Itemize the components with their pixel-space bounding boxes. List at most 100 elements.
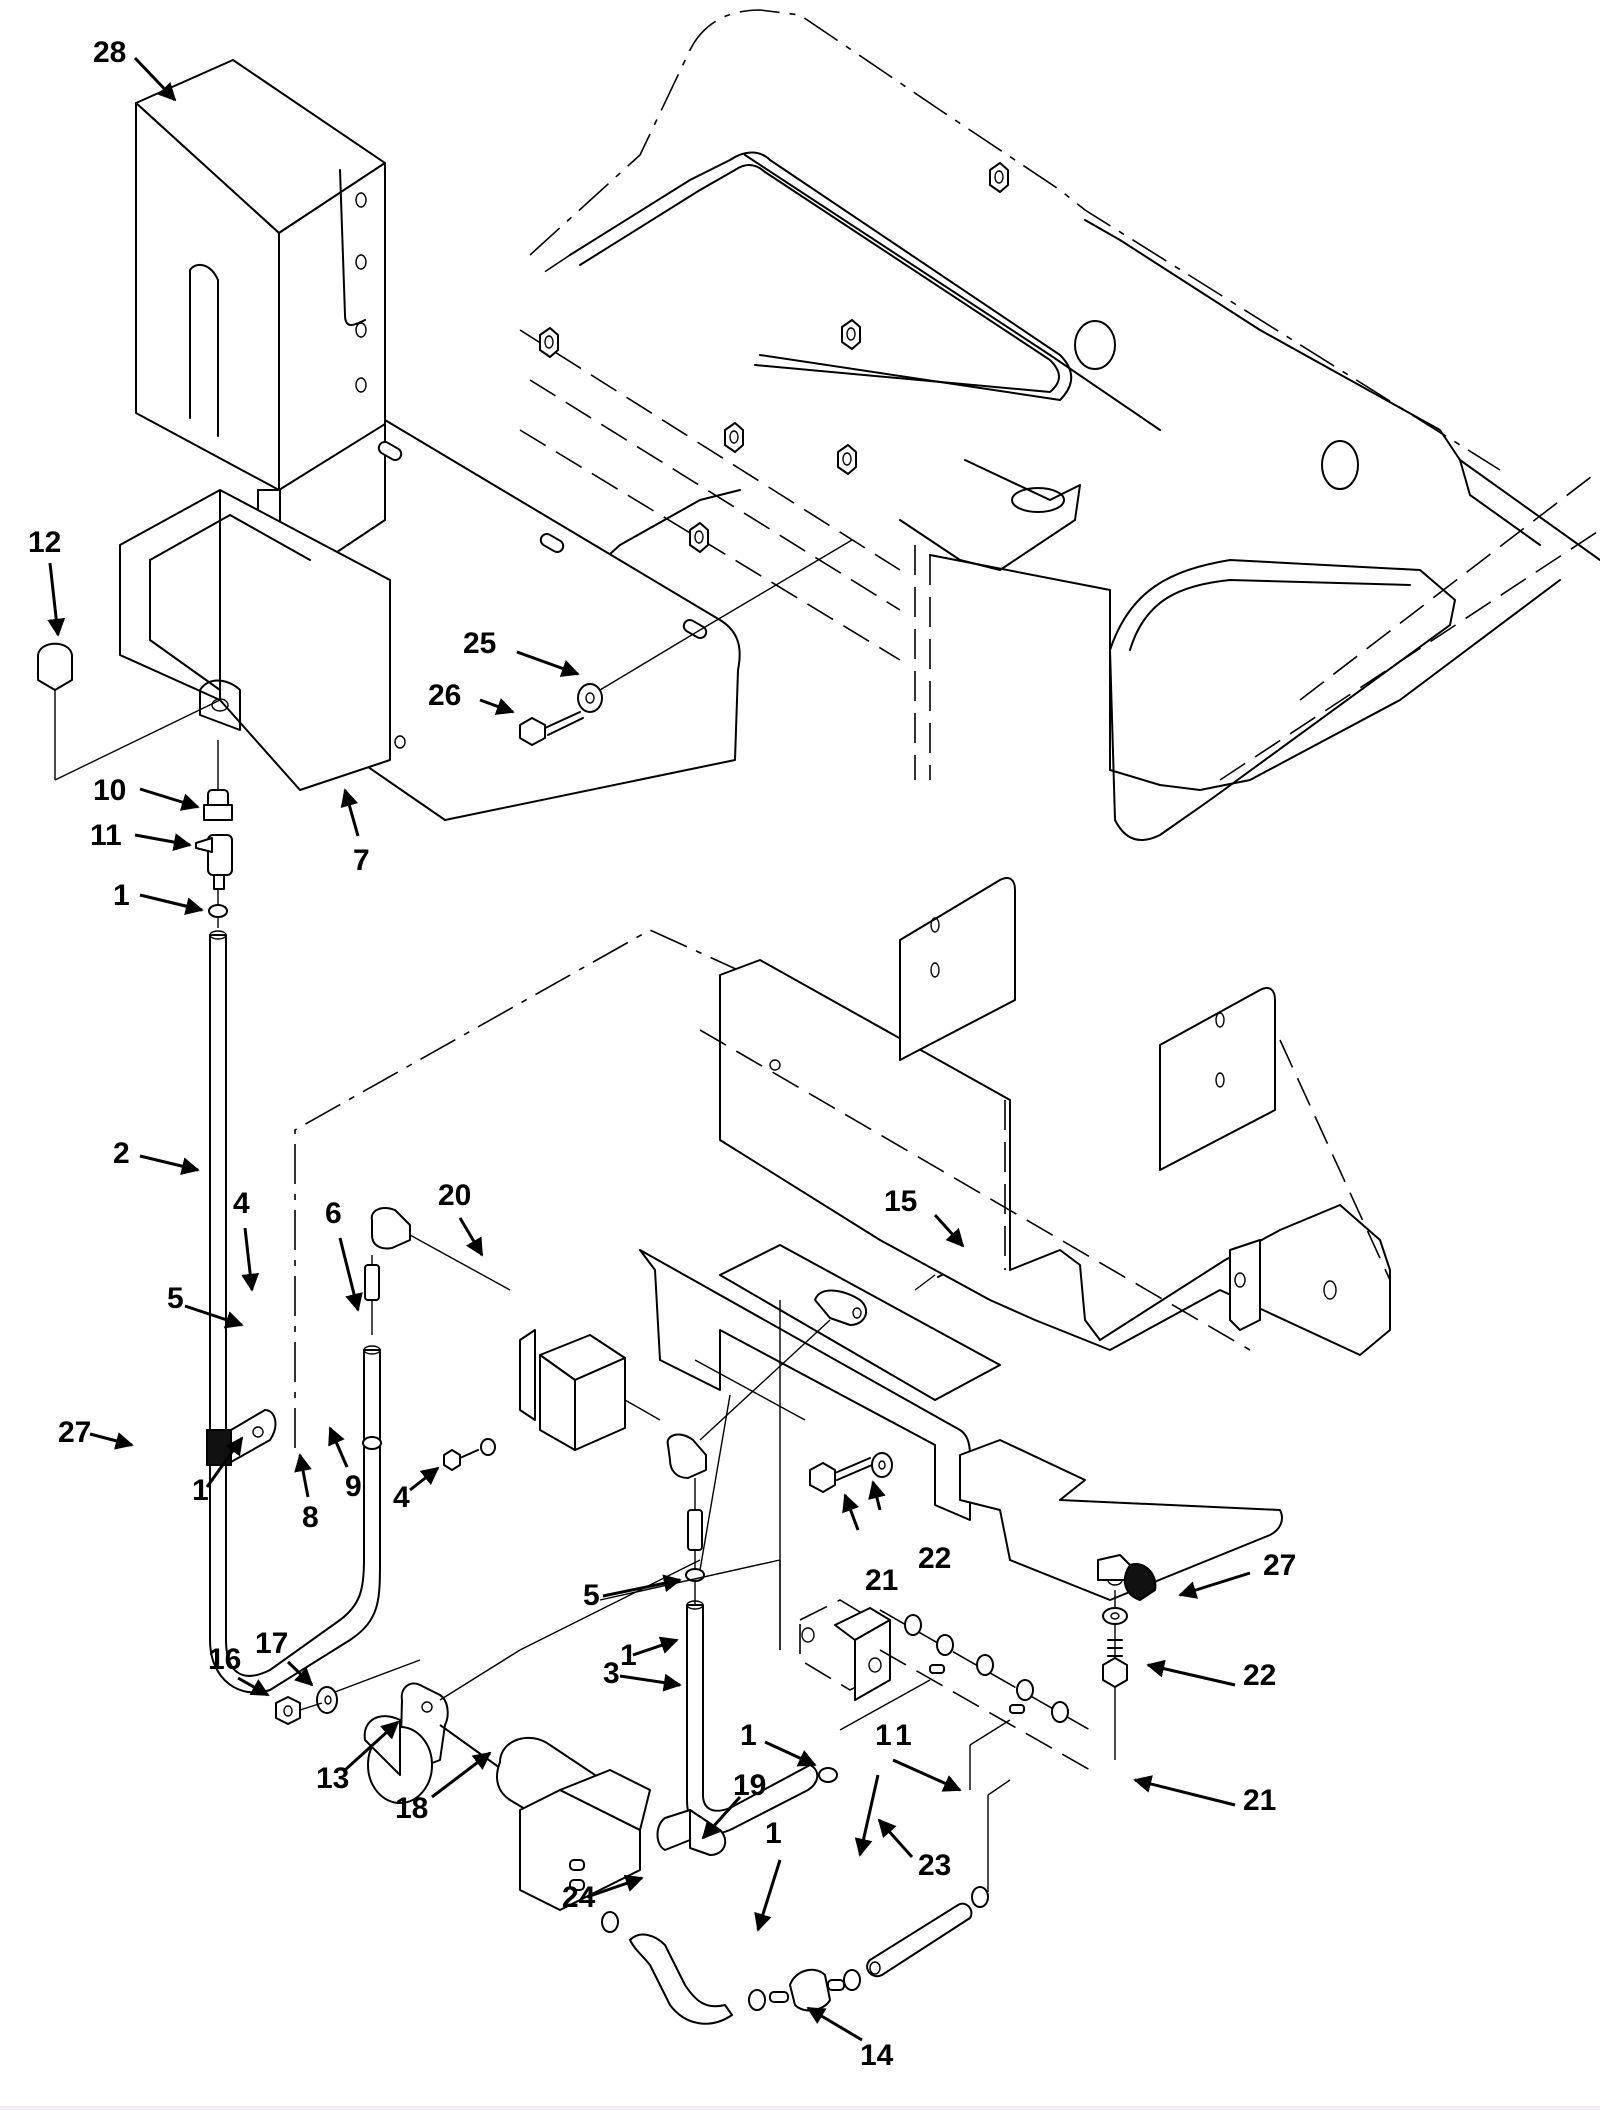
callout-9: 9	[328, 1426, 362, 1503]
callout-1: 1	[754, 1817, 782, 1932]
callout-1: 1	[854, 1719, 892, 1857]
part-11-connector	[195, 834, 233, 890]
callout-label: 3	[603, 1657, 620, 1690]
part-13-clamp	[363, 1559, 701, 1804]
callout-label: 25	[463, 627, 496, 660]
callout-18: 18	[395, 1751, 492, 1825]
callout-22: 22	[1146, 1659, 1276, 1692]
part-8-screw	[443, 1449, 479, 1471]
part-21-bolt	[809, 1457, 873, 1493]
part-4-elbow	[370, 1207, 511, 1291]
slot	[539, 533, 565, 553]
callout-label: 5	[583, 1579, 600, 1612]
part-22-washer	[1102, 1607, 1128, 1625]
callout-7: 7	[340, 788, 370, 877]
callout-21: 21	[1133, 1775, 1276, 1817]
part-14-connector	[769, 1968, 845, 2012]
callout-14: 14	[806, 2006, 894, 2072]
part-7-bracket	[54, 419, 741, 821]
part-4-elbow	[666, 1433, 707, 1479]
frame-nut	[989, 162, 1009, 193]
part-18-filter	[439, 1724, 651, 1911]
callout-8: 8	[294, 1453, 319, 1534]
callout-label: 10	[93, 774, 126, 807]
part-6-valve	[519, 1329, 661, 1451]
frame-assembly	[519, 9, 1600, 841]
callout-15: 15	[884, 1185, 965, 1248]
callout-label: 1	[875, 1719, 892, 1752]
callout-label: 1	[765, 1817, 782, 1850]
part-1-clamp	[748, 1989, 766, 2011]
callout-label: 18	[395, 1792, 428, 1825]
callout-1: 1	[192, 1436, 244, 1507]
part-2-tube	[209, 930, 381, 1694]
callout-label: 1	[192, 1474, 209, 1507]
part-25-washer	[577, 683, 603, 713]
callout-label: 21	[865, 1564, 898, 1597]
callout-2: 2	[113, 1137, 200, 1175]
cross-bracket	[699, 877, 1391, 1356]
part-24-hose	[629, 1933, 733, 2025]
frame-nut	[724, 422, 744, 453]
frame-nut	[539, 327, 559, 358]
callout-label: 23	[918, 1849, 951, 1882]
part-20-bracket	[639, 1244, 1283, 1650]
callout-1: 1	[620, 1636, 679, 1672]
callout-1: 1	[740, 1719, 817, 1767]
callout-19: 19	[701, 1769, 766, 1840]
part-16-nut	[275, 1696, 301, 1725]
callout-5: 5	[583, 1574, 682, 1612]
callout-label: 8	[302, 1501, 319, 1534]
callout-20: 20	[438, 1179, 484, 1257]
callout-label: 13	[316, 1762, 349, 1795]
callout-24: 24	[562, 1874, 644, 1914]
part-1-clamp	[601, 1911, 619, 1933]
callout-label: 17	[255, 1627, 288, 1660]
part-17-washer	[316, 1686, 338, 1714]
callout-label: 1	[740, 1719, 757, 1752]
slot	[377, 441, 403, 461]
part-27-clamp	[1097, 1554, 1157, 1602]
callout-label: 20	[438, 1179, 471, 1212]
assembly-frame-line	[294, 929, 761, 1448]
callout-4: 4	[393, 1466, 440, 1514]
callout-13: 13	[316, 1720, 400, 1795]
callout-label: 1	[620, 1639, 637, 1672]
callout-label: 6	[325, 1197, 342, 1230]
frame-nut	[689, 522, 709, 553]
part-9-washer	[480, 1438, 496, 1456]
page-footer-strip	[0, 2106, 1600, 2110]
manifold-assembly	[599, 1559, 1091, 1790]
part-12-cap	[37, 642, 73, 691]
callout-label: 15	[884, 1185, 917, 1218]
part-21-bolt	[1102, 1639, 1128, 1688]
callout-label: 4	[233, 1187, 250, 1220]
callout-21: 21	[842, 1493, 898, 1597]
callout-28: 28	[93, 36, 177, 102]
part-1-clamp	[362, 1436, 382, 1450]
callout-label: 27	[1263, 1549, 1296, 1582]
callout-25: 25	[463, 627, 580, 677]
callout-1: 1	[113, 879, 204, 915]
callout-23: 23	[877, 1818, 951, 1882]
frame-nut	[837, 444, 857, 475]
callout-label: 14	[860, 2039, 894, 2072]
callout-label: 9	[345, 1470, 362, 1503]
callout-label: 4	[393, 1481, 410, 1514]
callout-6: 6	[325, 1197, 363, 1312]
callout-label: 22	[918, 1542, 951, 1575]
callout-12: 12	[28, 526, 66, 637]
callout-label: 27	[58, 1416, 91, 1449]
callout-3: 3	[603, 1657, 682, 1692]
callout-label: 7	[353, 844, 370, 877]
part-10-fitting	[203, 789, 233, 821]
callout-10: 10	[93, 774, 200, 811]
callout-label: 1	[895, 1719, 912, 1752]
part-23-tube	[866, 1902, 973, 1978]
part-5-barb	[364, 1264, 380, 1301]
callout-label: 2	[113, 1137, 130, 1170]
frame-nut	[841, 319, 861, 350]
callout-1: 1	[892, 1719, 962, 1792]
callout-label: 22	[1243, 1659, 1276, 1692]
